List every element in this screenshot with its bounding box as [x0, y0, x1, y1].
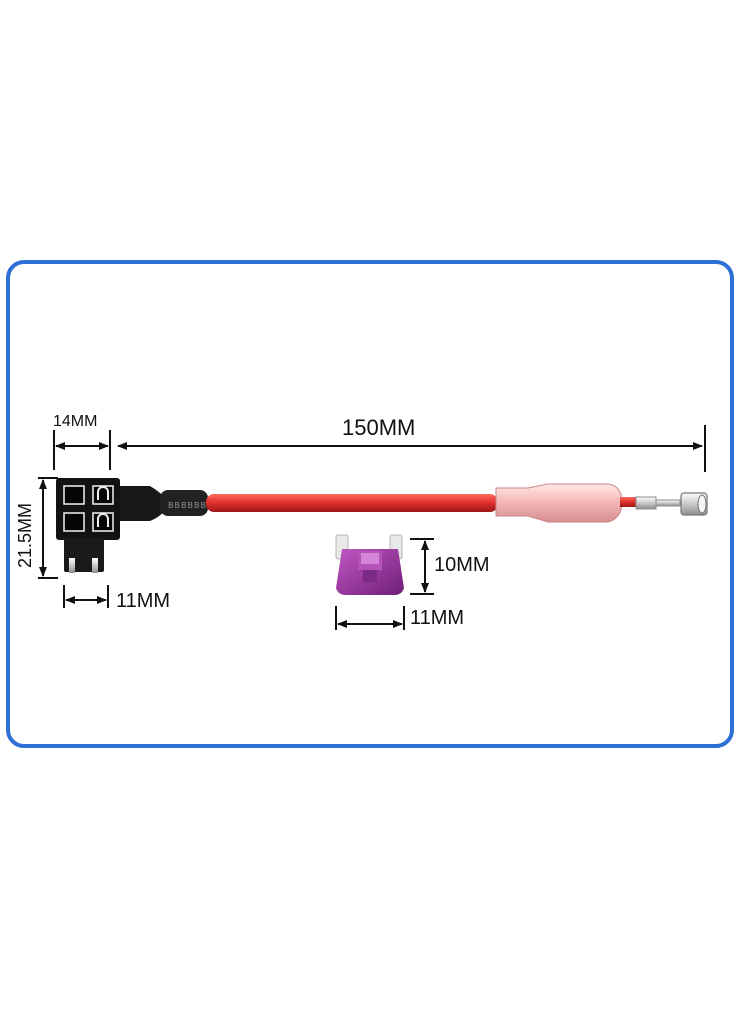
holder-blade-width-dimension: 11MM: [63, 585, 170, 612]
overall-length-label: 150MM: [342, 415, 415, 440]
fuse-height-dimension: 10MM: [410, 538, 490, 595]
holder-height-label: 21.5MM: [15, 503, 35, 568]
mini-blade-fuse-icon: [335, 534, 404, 595]
overall-length-dimension: 150MM: [117, 415, 706, 472]
fuse-width-label: 11MM: [410, 607, 464, 629]
red-wire: [206, 494, 498, 512]
fuse-height-label: 10MM: [434, 554, 490, 576]
add-a-circuit-fuse-tap-icon: BBBBBB: [56, 478, 208, 573]
holder-height-dimension: 21.5MM: [15, 477, 58, 579]
butt-connector-terminal-icon: [495, 483, 708, 523]
holder-blade-width-label: 11MM: [116, 590, 170, 612]
fuse-width-dimension: 11MM: [335, 606, 464, 630]
svg-text:BBBBBB: BBBBBB: [168, 501, 207, 510]
holder-width-label: 14MM: [53, 413, 97, 430]
holder-width-dimension: 14MM: [53, 413, 111, 470]
